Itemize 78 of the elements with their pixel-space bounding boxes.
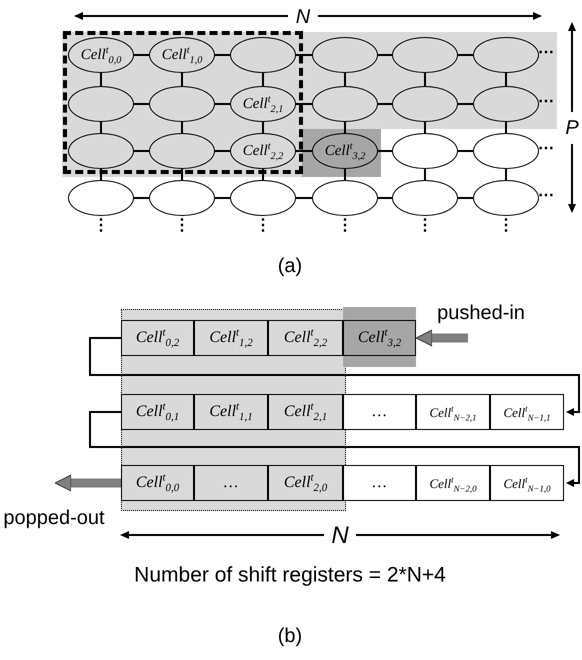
cell-label: …: [372, 404, 387, 420]
connector-line: [215, 197, 230, 199]
connector-line: [181, 73, 183, 86]
dimension-label: P: [565, 118, 579, 138]
connector-line: [378, 197, 392, 199]
block-arrow: [54, 474, 121, 492]
connector-line: [100, 73, 102, 86]
connector-line: [424, 122, 426, 133]
connector-line: [505, 73, 507, 86]
register-cell: [194, 394, 268, 430]
register-cell: [490, 394, 564, 430]
arrow-caption: popped-out: [3, 508, 105, 528]
vertical-ellipsis: ⋮: [417, 218, 433, 234]
cell-label: …: [224, 475, 238, 491]
vertical-ellipsis: ⋮: [337, 218, 353, 234]
connector-line: [215, 103, 230, 105]
connector-line: [378, 150, 392, 152]
register-cell: [121, 320, 194, 356]
connector-line: [262, 73, 264, 86]
register-cell: [416, 465, 490, 501]
register-cell: [343, 320, 416, 356]
connector-line: [262, 122, 264, 133]
connector-line: [296, 150, 312, 152]
connector-line: [458, 54, 473, 56]
dimension-label: N: [296, 7, 310, 27]
connector-line: [262, 169, 264, 180]
register-cell: [268, 394, 343, 430]
connector-line: [344, 122, 346, 133]
connector-line: [344, 73, 346, 86]
register-cell: [121, 465, 194, 501]
connector-line: [458, 103, 473, 105]
panel-label: (b): [278, 626, 302, 646]
connector-line: [296, 54, 312, 56]
connector-line: [215, 54, 230, 56]
connector-line: [181, 169, 183, 180]
connector-line: [100, 169, 102, 180]
vertical-ellipsis: ⋮: [93, 218, 109, 234]
panel-label: (a): [278, 256, 302, 276]
ellipsis: ⋯: [538, 94, 554, 110]
register-cell: [194, 465, 268, 501]
connector-line: [134, 54, 149, 56]
register-cell: [343, 465, 416, 501]
connector-line: [215, 150, 230, 152]
cell-label: …: [372, 475, 387, 491]
connector-line: [344, 169, 346, 180]
connector-line: [505, 122, 507, 133]
connector-line: [100, 122, 102, 133]
ellipsis: ⋯: [538, 45, 554, 61]
arrow: [89, 337, 580, 416]
register-cell: [121, 394, 194, 430]
ellipsis: ⋯: [538, 141, 554, 157]
vertical-ellipsis: ⋮: [255, 218, 271, 234]
connector-line: [181, 122, 183, 133]
connector-line: [296, 103, 312, 105]
connector-line: [458, 197, 473, 199]
connector-line: [134, 197, 149, 199]
formula-text: Number of shift registers = 2*N+4: [134, 564, 446, 586]
register-cell: [194, 320, 268, 356]
connector-line: [424, 73, 426, 86]
vertical-ellipsis: ⋮: [498, 218, 514, 234]
connector-line: [378, 103, 392, 105]
arrow-caption: pushed-in: [437, 303, 525, 323]
register-cell: [490, 465, 564, 501]
register-cell: [268, 465, 343, 501]
ellipsis: ⋯: [538, 188, 554, 204]
connector-line: [458, 150, 473, 152]
connector-line: [378, 54, 392, 56]
vertical-ellipsis: ⋮: [174, 218, 190, 234]
arrow: [89, 411, 580, 487]
dimension-label: N: [331, 524, 349, 548]
connector-line: [134, 150, 149, 152]
connector-line: [424, 169, 426, 180]
register-cell: [268, 320, 343, 356]
connector-line: [296, 197, 312, 199]
register-cell: [343, 394, 416, 430]
register-cell: [416, 394, 490, 430]
block-arrow: [416, 330, 468, 346]
connector-line: [134, 103, 149, 105]
